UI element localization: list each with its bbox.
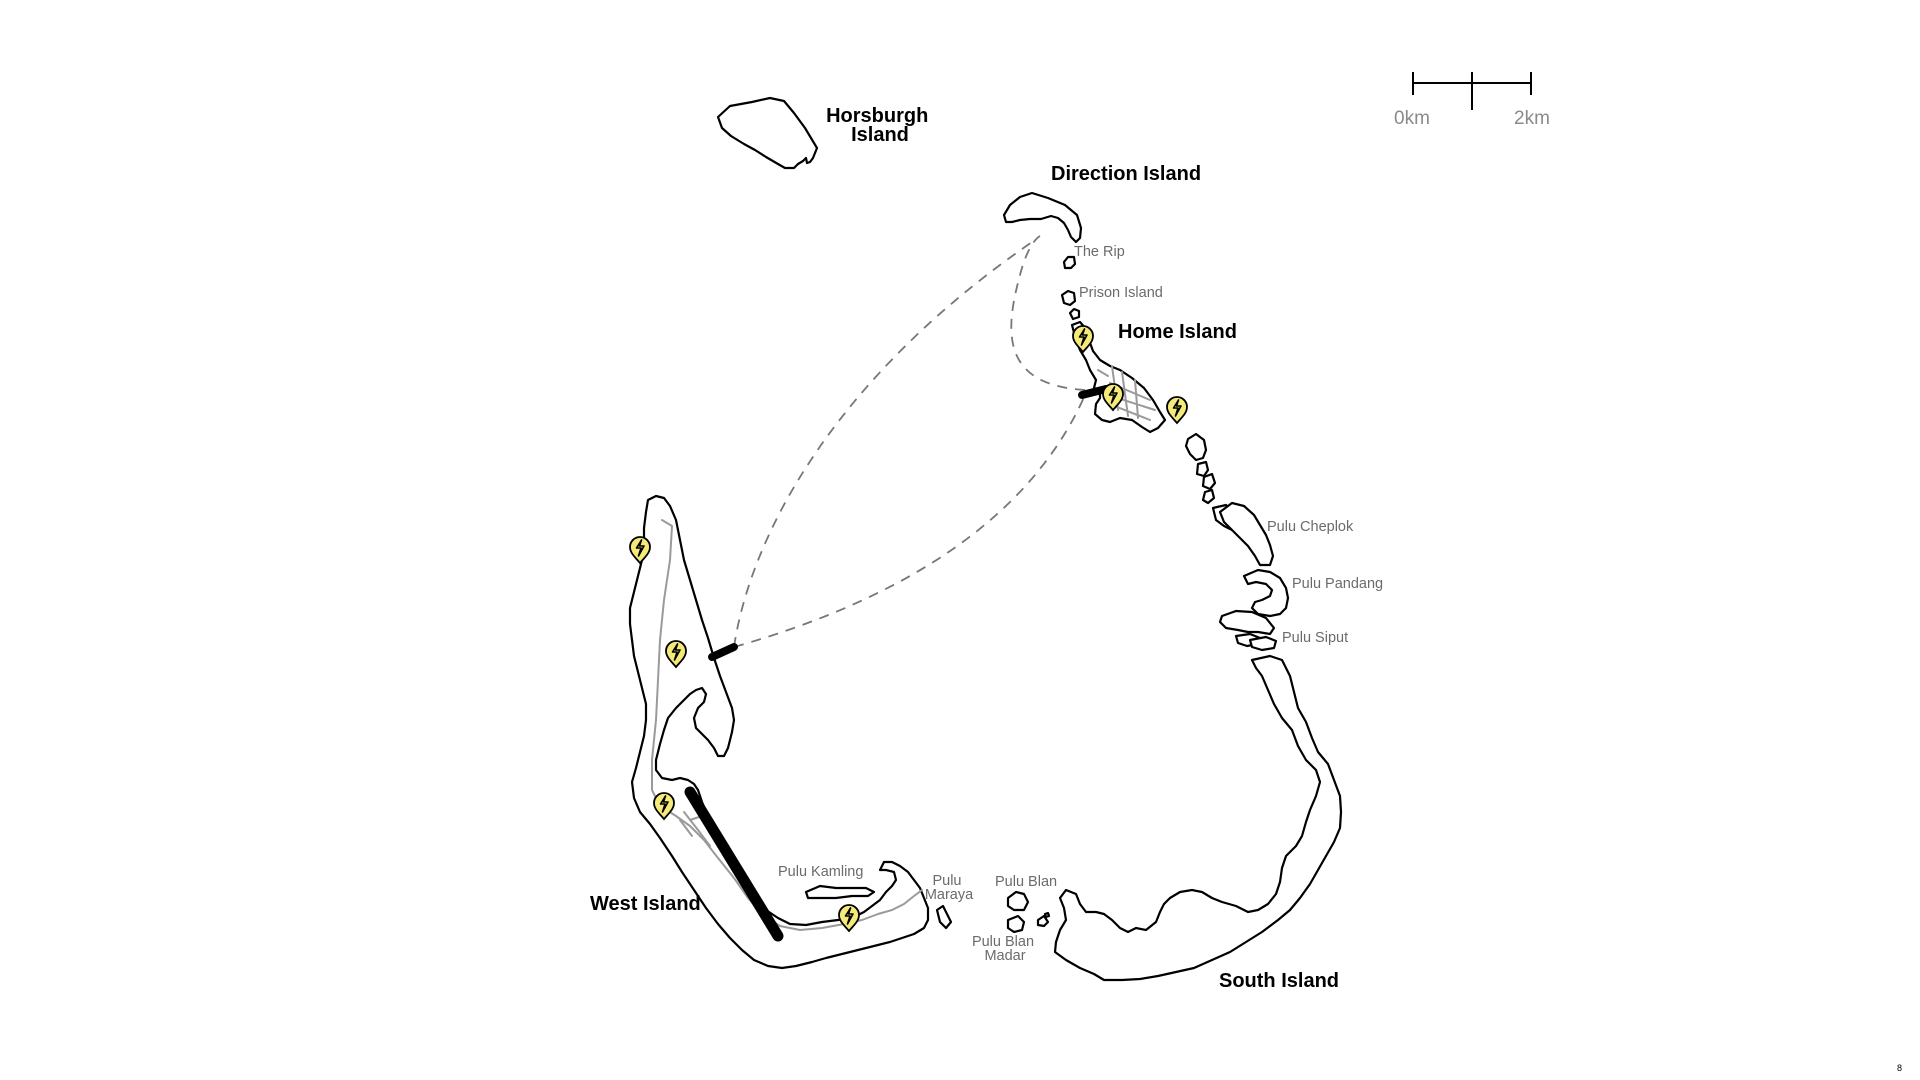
charging-station-icon: [1072, 325, 1094, 354]
pulu-blan-islet-shape: [1036, 914, 1050, 928]
pulu-cheplok-shape: [1218, 501, 1275, 567]
scale-label-end: 2km: [1514, 108, 1550, 129]
west-island-shape: [628, 494, 930, 970]
pulu-blan-shape: [1006, 890, 1030, 912]
label-pulu-blan-madar-line-1: Pulu Blan: [972, 934, 1034, 950]
label-horsburgh-island-line-2: Island: [851, 124, 909, 146]
ferry-route-west-home: [733, 394, 1086, 648]
label-the-rip: The Rip: [1074, 244, 1125, 260]
the-rip-islet-shape: [1062, 255, 1077, 270]
scale-bar: 0km 2km: [1394, 72, 1550, 129]
pulu-blan-madar-shape: [1006, 914, 1026, 934]
label-direction-island: Direction Island: [1051, 163, 1201, 185]
ferry-routes: [733, 235, 1086, 648]
charging-station-icon: [653, 792, 675, 821]
label-south-island: South Island: [1219, 970, 1339, 992]
ferry-route-home-direction: [1010, 235, 1086, 391]
label-home-island: Home Island: [1118, 321, 1237, 343]
pulu-siput-islet-2-shape: [1248, 635, 1278, 652]
label-horsburgh-island-line-1: Horsburgh: [826, 105, 928, 127]
small-islet-shape: [1068, 307, 1081, 321]
label-pulu-maraya: Pulu Maraya: [925, 873, 974, 903]
label-pulu-blan-madar: Pulu Blan Madar: [972, 934, 1038, 964]
pulu-siput-shape: [1218, 609, 1276, 636]
west-island-jetty: [708, 643, 738, 661]
label-pulu-kamling: Pulu Kamling: [778, 864, 863, 880]
charging-station-icon: [665, 640, 687, 669]
place-labels: Horsburgh Island Direction Island The Ri…: [590, 105, 1383, 992]
pulu-kamling-shape: [804, 884, 876, 900]
south-island-shape: [1053, 654, 1343, 982]
page-number: 8: [1897, 1063, 1902, 1073]
label-pulu-cheplok: Pulu Cheplok: [1267, 519, 1354, 535]
label-prison-island: Prison Island: [1079, 285, 1163, 301]
charging-station-icon: [629, 536, 651, 565]
label-pulu-pandang: Pulu Pandang: [1292, 576, 1383, 592]
charging-station-icon: [838, 904, 860, 933]
pulu-maraya-shape: [935, 904, 953, 930]
ferry-route-west-direction: [733, 239, 1036, 648]
label-horsburgh-island: Horsburgh Island: [826, 105, 934, 146]
prison-island-shape: [1060, 289, 1077, 307]
pulu-pandang-shape: [1242, 568, 1290, 618]
direction-island-shape: [1002, 191, 1083, 244]
charging-pins: [629, 325, 1188, 933]
label-pulu-blan: Pulu Blan: [995, 874, 1057, 890]
charging-station-icon: [1166, 396, 1188, 425]
home-island-shape: [1070, 320, 1167, 434]
label-west-island: West Island: [590, 893, 701, 915]
scale-label-start: 0km: [1394, 108, 1430, 129]
label-pulu-siput: Pulu Siput: [1282, 630, 1348, 646]
pulu-blan-islet-2-shape: [1043, 911, 1051, 919]
label-pulu-maraya-line-2: Maraya: [925, 887, 974, 903]
charging-station-icon: [1102, 383, 1124, 412]
label-pulu-maraya-line-1: Pulu: [932, 873, 961, 889]
horsburgh-island-shape: [716, 96, 819, 170]
home-island-jetty: [1078, 385, 1110, 399]
airport-runway: [684, 786, 784, 942]
label-pulu-blan-madar-line-2: Madar: [984, 948, 1025, 964]
